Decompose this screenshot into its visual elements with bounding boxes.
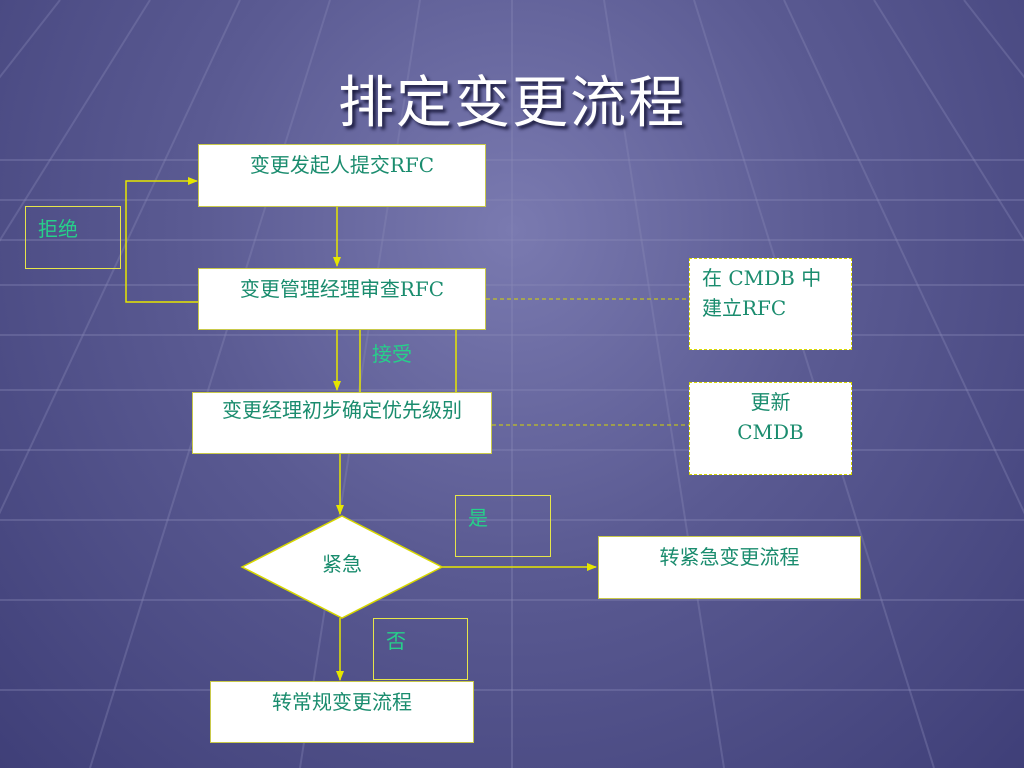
node-emergency-flow: 转紧急变更流程 (598, 536, 861, 599)
node-emergency-flow-label: 转紧急变更流程 (659, 545, 800, 569)
page-title: 排定变更流程 (338, 71, 686, 136)
label-accept: 接受 (372, 342, 412, 366)
label-reject: 拒绝 (25, 206, 121, 269)
arrow-reject-loop (125, 177, 198, 303)
label-no: 否 (373, 618, 468, 680)
node-review-rfc-label: 变更管理经理审查RFC (239, 277, 445, 301)
urgent-diamond (240, 515, 444, 619)
node-prioritize: 变更经理初步确定优先级别 (192, 392, 492, 454)
label-yes: 是 (455, 495, 551, 557)
node-cmdb-create: 在 CMDB 中建立RFC (689, 258, 852, 350)
label-no-text: 否 (386, 629, 406, 653)
node-submit-rfc-label: 变更发起人提交RFC (249, 153, 435, 177)
node-cmdb-update: 更新CMDB (689, 382, 852, 475)
node-normal-flow: 转常规变更流程 (210, 681, 474, 743)
node-urgent-label: 紧急 (322, 552, 362, 576)
node-prioritize-label: 变更经理初步确定优先级别 (222, 398, 462, 422)
node-review-rfc: 变更管理经理审查RFC (198, 268, 486, 330)
node-cmdb-create-label: 在 CMDB 中建立RFC (702, 266, 822, 320)
label-reject-text: 拒绝 (38, 217, 78, 241)
node-normal-flow-label: 转常规变更流程 (272, 690, 412, 714)
node-cmdb-update-label: 更新CMDB (737, 390, 804, 444)
label-yes-text: 是 (468, 506, 488, 530)
node-submit-rfc: 变更发起人提交RFC (198, 144, 486, 207)
